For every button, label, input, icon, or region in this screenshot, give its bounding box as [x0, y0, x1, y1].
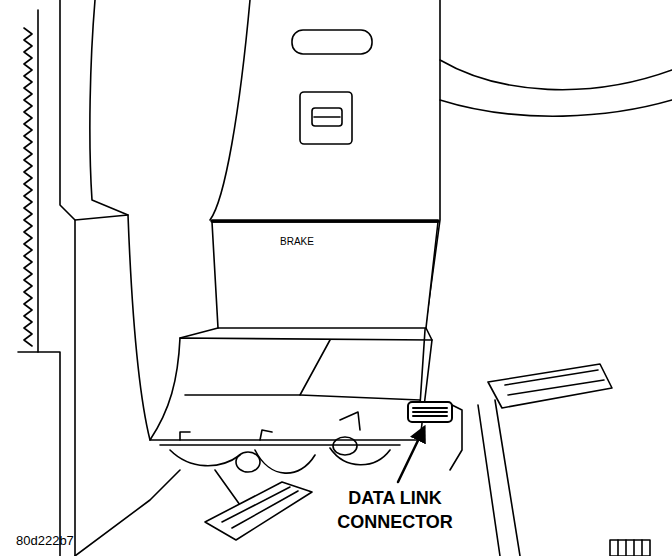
handle-top-edge	[212, 219, 438, 223]
dash-upper-edge	[440, 100, 672, 116]
column-hardware	[160, 445, 400, 473]
lower-dash-panel-right	[420, 0, 440, 405]
accelerator-arm	[215, 470, 240, 505]
column-hardware	[333, 437, 357, 455]
kick-panel	[60, 0, 75, 556]
dash-upper	[440, 60, 672, 90]
connector-pins	[413, 408, 447, 416]
weatherstrip	[24, 28, 32, 346]
accelerator-pedal	[205, 482, 312, 540]
handle-label: BRAKE	[262, 236, 332, 248]
floor-grille	[610, 540, 650, 556]
door-sill	[18, 352, 60, 556]
bracket	[180, 412, 360, 440]
panel-slot	[292, 30, 372, 54]
floor-line	[75, 470, 180, 556]
a-pillar-trim	[90, 0, 150, 440]
brake-release-handle	[212, 222, 438, 328]
brake-pedal-pad	[488, 364, 612, 408]
connector-bracket	[450, 405, 462, 470]
lower-panel	[150, 338, 432, 440]
data-link-connector	[408, 402, 452, 422]
door-frame	[37, 10, 39, 352]
headlamp-switch	[300, 92, 352, 144]
lower-panel-bevel	[300, 395, 420, 400]
leader-arrow	[398, 428, 424, 482]
brake-pedal-arm	[478, 400, 520, 556]
dash-side	[75, 215, 128, 220]
lower-panel-bevel	[185, 340, 330, 395]
accelerator-ribs	[222, 487, 298, 528]
pedal-ribs	[505, 370, 604, 395]
column-hardware	[236, 452, 260, 472]
switch-knob	[312, 108, 342, 126]
floor-grille	[618, 540, 642, 556]
figure-number: 80d222b7	[16, 533, 126, 549]
lower-dash-panel	[210, 0, 250, 220]
callout-label: DATA LINK CONNECTOR	[310, 486, 480, 534]
switch-detail	[314, 116, 340, 118]
